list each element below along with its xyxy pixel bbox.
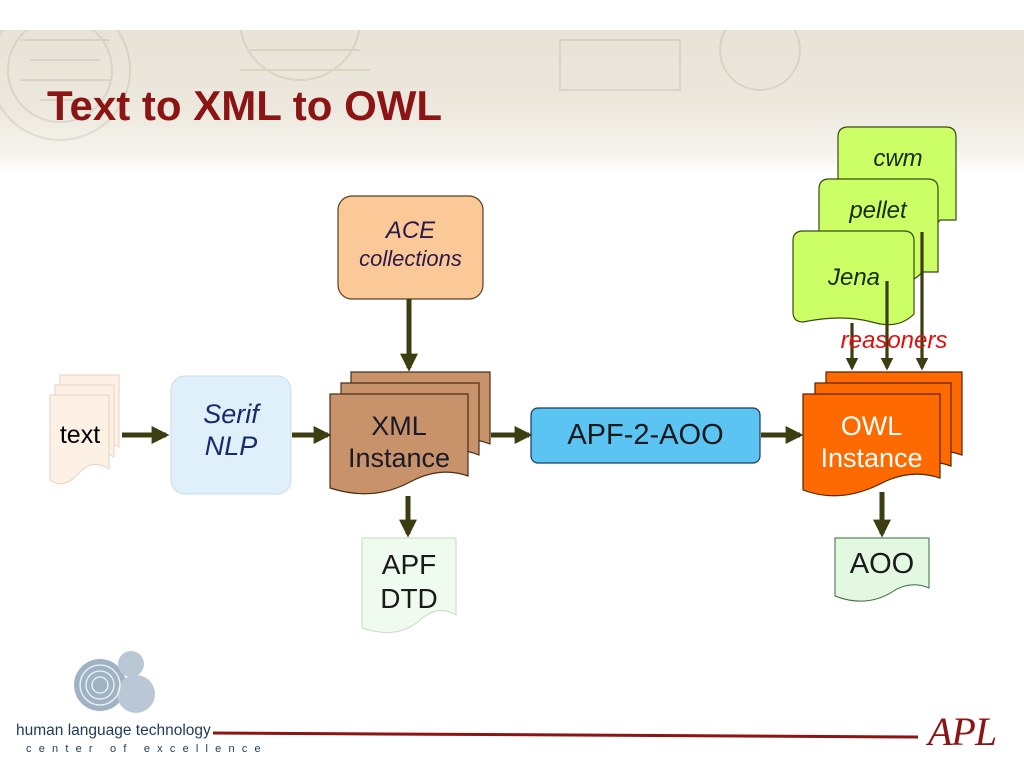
page-title: Text to XML to OWL <box>47 82 443 129</box>
ace-label-line-1: ACE <box>385 217 436 245</box>
owl-instance-label: OWL Instance <box>803 402 940 482</box>
org-name: human language technology <box>16 722 211 739</box>
xml-label-line-1: XML <box>371 410 427 441</box>
apl-logo: APL <box>928 709 997 754</box>
hlt-logo-icon <box>74 651 155 713</box>
text-document-stack <box>49 374 120 485</box>
apf-dtd-line-2: DTD <box>380 583 438 614</box>
xml-instance-label: XML Instance <box>330 402 468 482</box>
reasoners-text: reasoners <box>840 326 948 354</box>
owl-label-line-1: OWL <box>840 410 903 441</box>
xml-label-line-2: Instance <box>347 443 451 473</box>
footer-line <box>212 731 919 739</box>
apf-dtd-line-1: APF <box>381 549 437 581</box>
pellet-text: pellet <box>849 196 907 224</box>
ace-collections-label: ACE collections <box>338 205 483 285</box>
owl-label-line-2: Instance <box>820 443 923 473</box>
ace-label-line-2: collections <box>359 246 462 272</box>
cwm-text: cwm <box>873 144 923 172</box>
serif-nlp-label: Serif NLP <box>171 380 291 480</box>
pellet-label: pellet <box>822 192 934 230</box>
org-subtitle: center of excellence <box>26 743 268 755</box>
serif-nlp-box <box>170 375 292 495</box>
owl-instance-stack <box>802 371 963 497</box>
cwm-label: cwm <box>848 140 948 178</box>
apf-2-aoo-label: APF-2-AOO <box>531 408 760 463</box>
aoo-document <box>834 537 930 602</box>
apf-2-aoo-text: APF-2-AOO <box>567 419 724 452</box>
jena-text: Jena <box>827 263 881 291</box>
xml-instance-stack <box>329 371 491 495</box>
seal-watermark <box>0 30 801 141</box>
jena-label: Jena <box>796 258 912 298</box>
aoo-label: AOO <box>835 540 929 588</box>
text-label: text <box>50 415 110 455</box>
serif-label-line-1: Serif <box>203 398 259 429</box>
text-node-label: text <box>59 421 101 449</box>
reasoners-label: reasoners <box>826 325 962 357</box>
aoo-text: AOO <box>849 547 915 580</box>
serif-label-line-2: NLP <box>204 431 258 461</box>
apf-dtd-document <box>361 537 457 633</box>
jena-box <box>792 230 915 326</box>
apf-dtd-label: APF DTD <box>362 540 456 624</box>
